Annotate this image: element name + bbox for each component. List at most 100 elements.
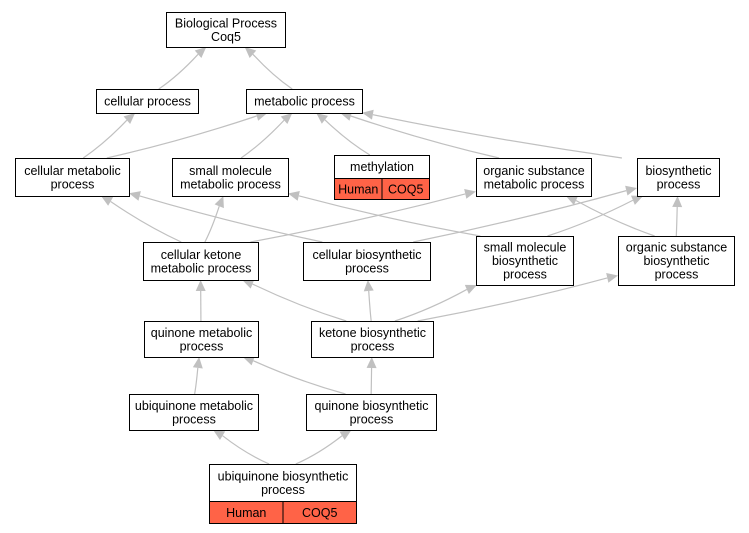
edge-arrowhead: [192, 357, 203, 369]
edge-line: [368, 290, 372, 322]
edge-ketone-biosynthetic-process-to-cellular-ketone-metabolic-process: [242, 279, 347, 322]
edge-line: [253, 360, 346, 395]
edge-line: [295, 435, 343, 465]
annotation-cell: [381, 178, 430, 200]
edge-line: [194, 367, 199, 395]
node-label: process: [172, 412, 216, 426]
edge-line: [413, 190, 627, 243]
node-label: biosynthetic: [492, 254, 558, 268]
node-label: metabolic process: [254, 95, 355, 109]
edge-metabolic-process-to-bp: [244, 47, 293, 90]
node-label: ubiquinone biosynthetic: [218, 469, 349, 483]
node-label: process: [657, 177, 701, 191]
edge-arrowhead: [339, 430, 352, 441]
node-box: [15, 158, 130, 197]
node-label: cellular biosynthetic: [312, 248, 421, 262]
edge-line: [575, 199, 655, 237]
edge-ubiquinone-metabolic-process-to-quinone-metabolic-process: [192, 357, 203, 395]
annotation-species: Human: [338, 183, 378, 197]
edge-arrowhead: [606, 273, 618, 283]
node-label: ubiquinone metabolic: [135, 399, 253, 413]
node-label: process: [655, 268, 699, 282]
edge-arrowhead: [362, 109, 374, 120]
edge-arrowhead: [280, 113, 293, 125]
edge-cellular-metabolic-process-to-cellular-process: [82, 113, 136, 159]
edge-arrowhead: [242, 279, 255, 289]
edge-cellular-ketone-metabolic-process-to-cellular-metabolic-process: [101, 196, 182, 243]
node-label: process: [261, 483, 305, 497]
node-metabolic-process[interactable]: metabolic process: [246, 89, 363, 114]
node-label: small molecule: [189, 164, 272, 178]
node-box: [306, 394, 437, 431]
node-label: organic substance: [483, 164, 585, 178]
node-box: [637, 158, 720, 197]
edge-organic-substance-biosynthetic-process-to-biosynthetic-process: [672, 196, 683, 237]
edge-arrowhead: [129, 191, 141, 201]
node-cellular-process[interactable]: cellular process: [96, 89, 199, 114]
annotation-gene: COQ5: [388, 183, 423, 197]
node-box: [172, 158, 289, 197]
node-box: [166, 12, 286, 48]
node-box: [311, 321, 434, 358]
edge-arrowhead: [123, 113, 136, 124]
edge-ubiquinone-biosynthetic-process-to-quinone-biosynthetic-process: [295, 430, 352, 465]
edge-line: [252, 53, 293, 90]
node-label: Coq5: [211, 30, 241, 44]
edge-small-molecule-biosynthetic-process-to-biosynthetic-process: [547, 195, 644, 237]
edge-ubiquinone-biosynthetic-process-to-ubiquinone-metabolic-process: [213, 430, 270, 465]
edge-cellular-ketone-metabolic-process-to-small-molecule-metabolic-process: [204, 196, 224, 243]
edge-ketone-biosynthetic-process-to-small-molecule-biosynthetic-process: [394, 284, 477, 322]
edge-arrowhead: [464, 189, 476, 199]
edge-arrowhead: [214, 196, 224, 209]
node-box: [476, 236, 574, 286]
node-label: cellular metabolic: [24, 164, 121, 178]
edge-line: [158, 53, 199, 90]
node-label: metabolic process: [180, 177, 281, 191]
edge-arrowhead: [464, 284, 477, 294]
edge-organic-substance-biosynthetic-process-to-organic-substance-metabolic-process: [565, 195, 655, 237]
edge-cellular-biosynthetic-process-to-biosynthetic-process: [413, 185, 637, 243]
edge-arrowhead: [288, 190, 300, 201]
edge-line: [106, 115, 257, 159]
edge-arrowhead: [625, 185, 637, 196]
annotation-gene: COQ5: [302, 506, 337, 520]
node-label: biosynthetic: [643, 254, 709, 268]
edge-arrowhead: [672, 196, 683, 208]
edges-layer: [82, 47, 683, 465]
edge-line: [139, 195, 323, 243]
edge-arrowhead: [363, 280, 374, 292]
node-label: organic substance: [626, 241, 728, 255]
edge-arrowhead: [194, 47, 207, 59]
node-label: biosynthetic: [645, 164, 711, 178]
edge-arrowhead: [242, 356, 255, 366]
edge-arrowhead: [630, 195, 644, 205]
node-box: [129, 394, 259, 431]
edge-line: [222, 435, 270, 465]
node-box: [144, 321, 259, 358]
edge-line: [417, 277, 608, 322]
node-label: ketone biosynthetic: [319, 326, 426, 340]
edge-line: [204, 206, 220, 243]
node-label: quinone metabolic: [151, 326, 252, 340]
node-label: process: [351, 339, 395, 353]
edge-line: [250, 193, 466, 243]
edge-quinone-biosynthetic-process-to-quinone-metabolic-process: [242, 356, 346, 395]
edge-arrowhead: [213, 430, 226, 440]
